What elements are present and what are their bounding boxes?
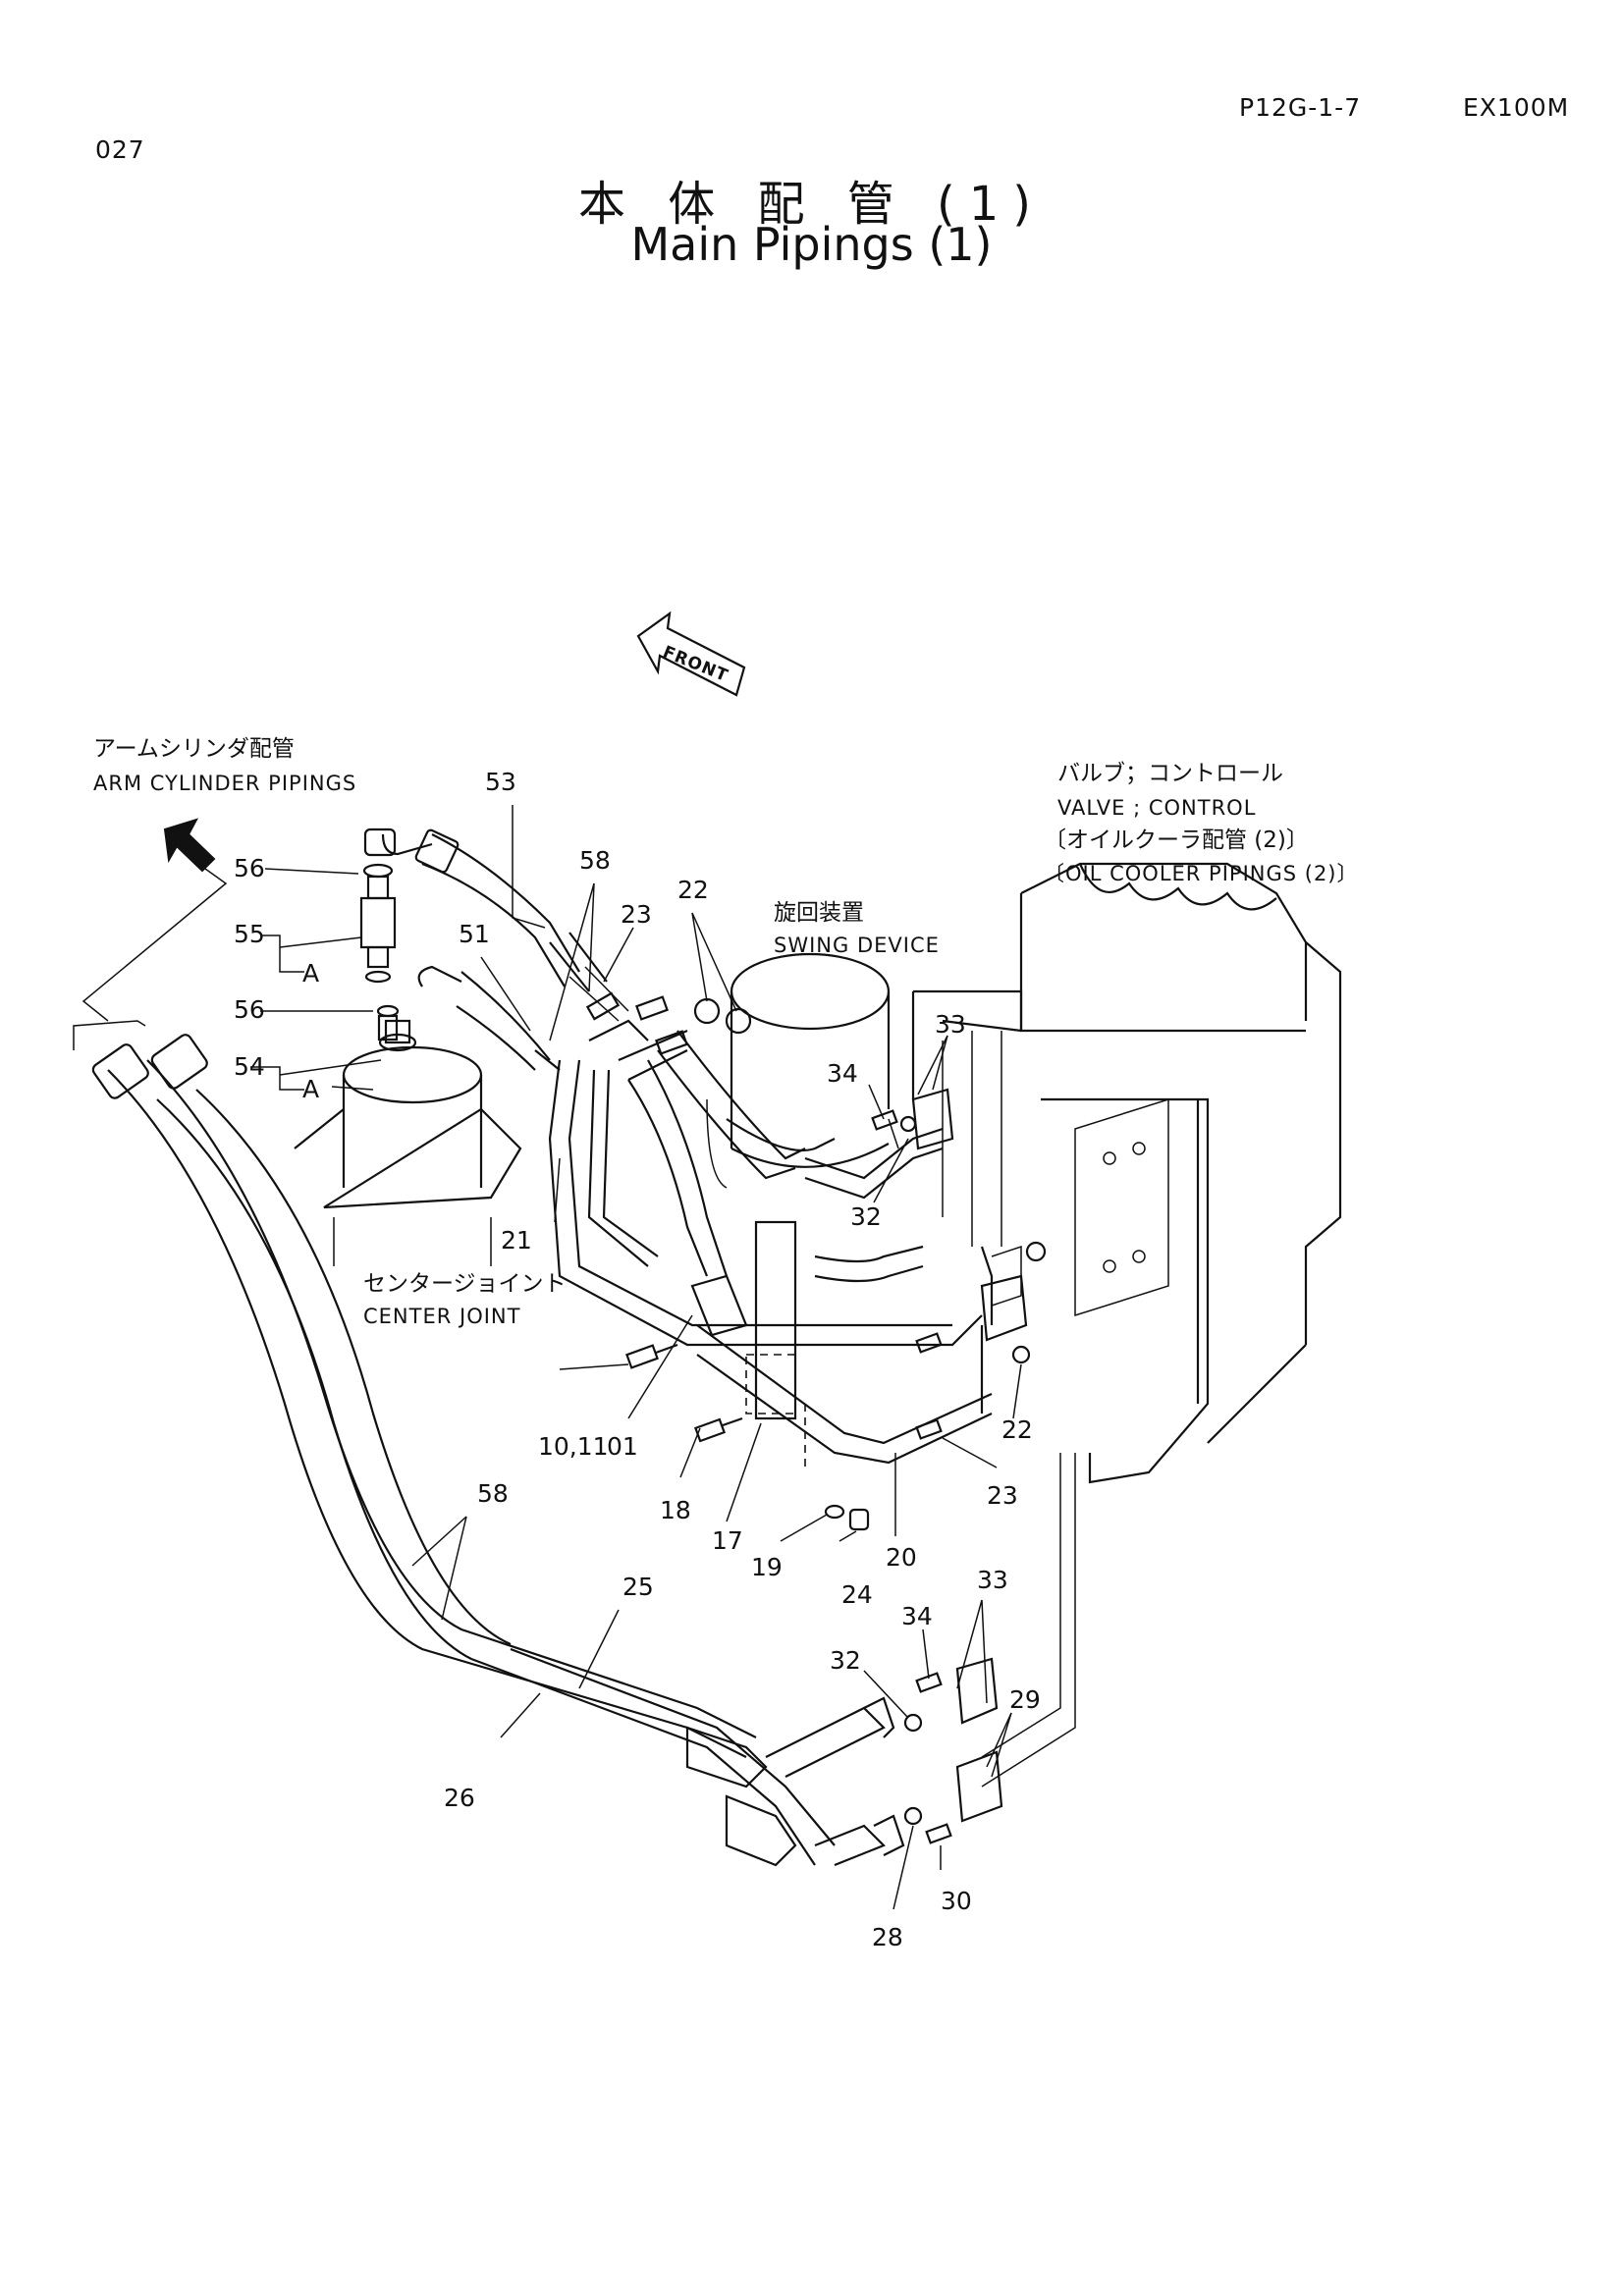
callout-34-upper: 34: [827, 1059, 858, 1088]
callout-33-lower: 33: [977, 1566, 1008, 1594]
callout-33-upper: 33: [935, 1010, 966, 1039]
callout-A-lower: A: [302, 1075, 319, 1103]
center-joint: [294, 1019, 522, 1266]
callout-10-11: 10,11: [538, 1432, 609, 1461]
callout-55: 55: [234, 920, 265, 948]
callout-54: 54: [234, 1052, 265, 1081]
center-joint-label-jp: センタージョイント: [363, 1271, 567, 1297]
callout-23-lower: 23: [987, 1481, 1018, 1510]
callout-56-lower: 56: [234, 995, 265, 1024]
callout-58-upper: 58: [579, 846, 611, 875]
front-arrow-icon: FRONT: [636, 611, 746, 697]
clamp-bracket: [690, 1220, 806, 1472]
callout-21: 21: [501, 1226, 532, 1255]
flanges-swing: [585, 991, 1047, 1262]
callout-34-lower: 34: [901, 1602, 933, 1630]
control-valve-block: [911, 862, 1342, 1788]
callout-25: 25: [622, 1573, 654, 1601]
callout-29: 29: [1009, 1685, 1041, 1714]
page-code: P12G-1-7: [1239, 93, 1362, 122]
front-label: FRONT: [660, 642, 730, 686]
callout-28: 28: [872, 1923, 903, 1951]
arm-cylinder-arrow-icon: [163, 818, 216, 873]
valve-label-en: VALVE ; CONTROL: [1057, 796, 1256, 820]
pipe-53: [363, 828, 629, 1022]
callout-58-lower: 58: [477, 1479, 509, 1508]
title-japanese: 本 体 配 管 (1): [577, 177, 1046, 232]
hoses-25-26: [91, 1034, 905, 1867]
fitting-stack: [359, 863, 400, 1041]
swing-device-label-en: SWING DEVICE: [774, 934, 940, 957]
flanges-lower: [903, 1274, 1031, 1844]
callout-17: 17: [712, 1526, 743, 1555]
callout-23-upper: 23: [621, 900, 652, 929]
callout-30: 30: [941, 1887, 972, 1915]
title-english: Main Pipings (1): [630, 218, 993, 271]
hose-51: [417, 965, 561, 1071]
callout-18: 18: [660, 1496, 691, 1524]
callout-20: 20: [886, 1543, 917, 1572]
pipe-21: [548, 1019, 983, 1347]
arm-cylinder-label-en: ARM CYLINDER PIPINGS: [93, 772, 356, 795]
swing-device: [693, 952, 899, 1189]
arm-cylinder-label-jp: アームシリンダ配管: [93, 736, 295, 762]
oil-cooler-label-en: 〔OIL COOLER PIPINGS (2)〕: [1044, 862, 1359, 885]
callout-32-lower: 32: [830, 1646, 861, 1675]
valve-label-jp: バルブ；コントロール: [1057, 761, 1283, 786]
callout-32-upper: 32: [850, 1202, 882, 1231]
callout-22-lower: 22: [1001, 1415, 1033, 1444]
callout-53: 53: [485, 768, 516, 796]
callout-51: 51: [459, 920, 490, 948]
callout-01: 01: [607, 1432, 638, 1461]
pipe-20: [696, 1245, 1022, 1465]
callout-19: 19: [751, 1553, 783, 1581]
model-code: EX100M: [1463, 93, 1570, 122]
corrugated-hoses: [627, 1030, 944, 1283]
oil-cooler-label-jp: 〔オイルクーラ配管 (2)〕: [1044, 828, 1309, 853]
callout-24: 24: [841, 1580, 873, 1609]
callout-26: 26: [444, 1784, 475, 1812]
leader-lines: [250, 805, 1022, 1910]
page-number: 027: [95, 135, 145, 164]
center-joint-label-en: CENTER JOINT: [363, 1305, 520, 1328]
callout-22-upper: 22: [677, 876, 709, 904]
callout-A-upper: A: [302, 959, 319, 988]
swing-device-label-jp: 旋回装置: [774, 900, 864, 926]
callout-56-upper: 56: [234, 854, 265, 882]
